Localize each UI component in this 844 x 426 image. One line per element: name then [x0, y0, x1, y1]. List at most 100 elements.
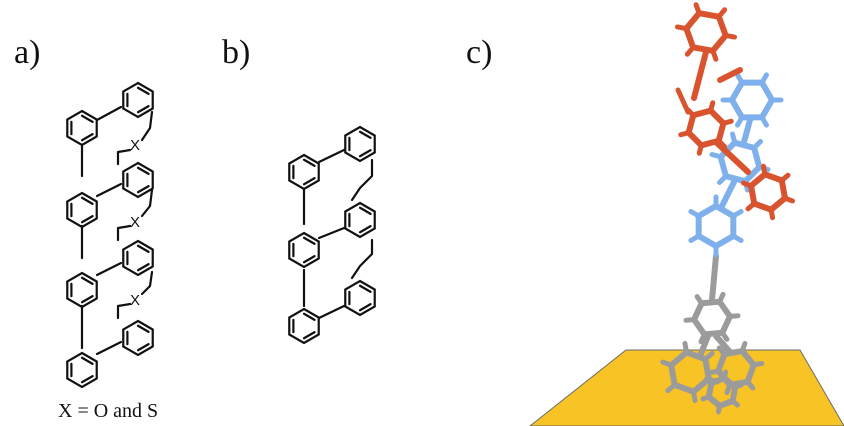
- linker-x-label: X: [130, 214, 140, 231]
- stick-ring: [691, 298, 733, 338]
- stick-bond: [730, 233, 744, 243]
- stick-bond: [727, 313, 741, 319]
- double-bond: [302, 158, 316, 167]
- linker: [140, 270, 154, 296]
- stick-bond: [729, 131, 738, 146]
- panel-b-structure: [288, 125, 376, 345]
- benzene-ring: [344, 279, 376, 317]
- stick-bond: [709, 253, 719, 303]
- linker: [140, 110, 154, 142]
- stick-bond: [720, 118, 734, 126]
- double-bond: [80, 375, 94, 384]
- stick-bond: [665, 382, 678, 394]
- stick-bond: [694, 294, 705, 306]
- double-bond: [136, 185, 150, 194]
- double-bond: [302, 177, 316, 186]
- double-bond: [80, 114, 94, 123]
- bond: [95, 105, 123, 122]
- stick-bond: [702, 350, 715, 362]
- panel-c-model: [529, 2, 844, 426]
- stick-bond: [698, 331, 707, 345]
- stick-bond: [741, 117, 753, 145]
- double-bond: [80, 133, 94, 142]
- stick-bond: [719, 179, 737, 209]
- double-bond: [136, 263, 150, 272]
- stick-bond: [759, 72, 769, 86]
- stick-bond: [697, 333, 711, 359]
- bond: [95, 340, 123, 356]
- stick-bond: [713, 139, 751, 175]
- double-bond: [80, 196, 94, 205]
- benzene-ring: [122, 81, 154, 119]
- double-bond: [358, 303, 372, 312]
- stick-bond: [716, 7, 728, 20]
- stick-bond: [693, 2, 702, 16]
- linker: [140, 188, 154, 218]
- stick-bond: [721, 369, 729, 381]
- stick-bond: [683, 317, 697, 323]
- linker-x-label: X: [130, 137, 140, 154]
- double-bond: [302, 331, 316, 340]
- linker: [116, 148, 132, 166]
- double-bond: [80, 356, 94, 365]
- benzene-ring: [344, 125, 376, 163]
- stick-bond: [690, 389, 698, 404]
- stick-bond: [716, 345, 727, 357]
- double-bond: [358, 206, 372, 215]
- stick-bond: [751, 138, 764, 151]
- stick-bond: [688, 209, 702, 219]
- panel-label-b: b): [222, 34, 251, 71]
- stick-bond: [723, 32, 738, 40]
- double-bond: [358, 225, 372, 234]
- stick-bond: [732, 382, 744, 390]
- stick-bond: [700, 394, 712, 402]
- panel-label-a: a): [14, 34, 41, 71]
- stick-bond: [691, 49, 709, 101]
- stick-bond: [745, 201, 757, 212]
- bond: [317, 148, 346, 164]
- linker: [350, 238, 374, 280]
- benzene-ring: [122, 319, 154, 357]
- stick-bond: [719, 330, 730, 342]
- stick-bond: [678, 130, 692, 138]
- stick-bond: [730, 398, 741, 408]
- panel-a-structure: X X X: [66, 81, 154, 389]
- stick-bond: [708, 100, 716, 114]
- benzene-ring: [122, 239, 154, 277]
- stick-bond: [715, 403, 723, 415]
- double-bond: [302, 255, 316, 264]
- stick-bond: [735, 114, 745, 128]
- double-bond: [136, 324, 150, 333]
- stick-bond: [730, 209, 744, 219]
- double-bond: [358, 284, 372, 293]
- benzene-ring: [122, 161, 154, 199]
- double-bond: [136, 86, 150, 95]
- stick-bond: [674, 24, 689, 32]
- double-bond: [80, 215, 94, 224]
- stick-bond: [710, 48, 719, 62]
- stick-bond: [696, 142, 704, 156]
- linker: [116, 302, 132, 320]
- double-bond: [136, 343, 150, 352]
- stick-bond: [703, 376, 714, 386]
- stick-ring: [695, 203, 737, 249]
- bond: [317, 226, 346, 240]
- stick-bond: [768, 207, 776, 221]
- stick-bond: [682, 340, 690, 355]
- double-bond: [136, 105, 150, 114]
- stick-bond: [707, 368, 721, 376]
- stick-bond: [760, 163, 768, 177]
- stick-bond: [684, 44, 696, 57]
- benzene-ring: [288, 231, 320, 269]
- stick-bond: [688, 233, 702, 243]
- caption-x-definition: X = O and S: [58, 400, 159, 422]
- bond: [317, 304, 346, 320]
- stick-bond: [713, 333, 733, 355]
- double-bond: [136, 244, 150, 253]
- linker: [350, 158, 374, 202]
- panel-label-c: c): [466, 34, 493, 71]
- bond: [95, 182, 123, 198]
- stick-bond: [717, 67, 743, 83]
- double-bond: [80, 295, 94, 304]
